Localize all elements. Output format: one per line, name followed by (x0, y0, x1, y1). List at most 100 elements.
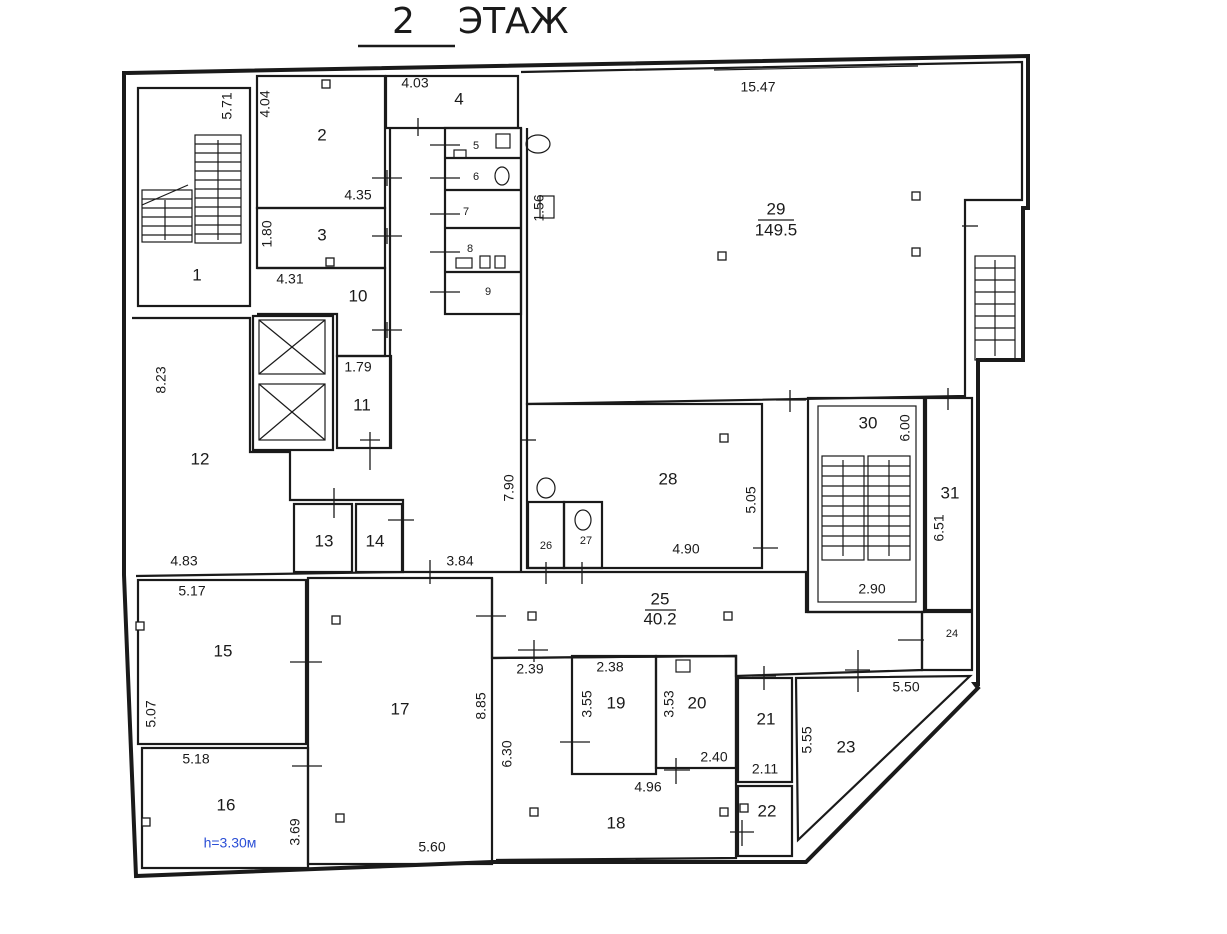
dim-2-39: 2.39 (516, 661, 543, 677)
floor-word: ЭТАЖ (458, 1, 569, 42)
room-labels: 1 2 3 4 5 6 7 8 9 10 11 12 13 14 15 16 1… (191, 89, 960, 832)
room-27-walls (562, 500, 604, 570)
dim-6-30: 6.30 (499, 740, 515, 767)
room-15-walls (136, 578, 308, 746)
dim-4-83: 4.83 (170, 553, 197, 569)
room-label-29: 29 (767, 199, 786, 218)
room-label-12: 12 (191, 449, 210, 468)
room-label-24: 24 (946, 628, 958, 640)
room-24-walls (920, 610, 974, 672)
room-label-17: 17 (391, 699, 410, 718)
room-label-4: 4 (454, 89, 463, 108)
room-label-22: 22 (758, 801, 777, 820)
room-label-18: 18 (607, 813, 626, 832)
dim-6-00: 6.00 (897, 414, 913, 441)
room-31-walls (924, 396, 974, 612)
room-label-5: 5 (473, 140, 479, 152)
dim-4-03: 4.03 (401, 75, 428, 91)
room-17-walls (306, 576, 494, 866)
dim-5-07: 5.07 (143, 700, 159, 727)
room-label-16: 16 (217, 795, 236, 814)
dim-4-96: 4.96 (634, 779, 661, 795)
room-20-walls (654, 654, 738, 770)
plan-title: 2 ЭТАЖ (358, 1, 569, 48)
room-label-19: 19 (607, 693, 626, 712)
room-area-25: 40.2 (643, 609, 676, 628)
room-label-27: 27 (580, 535, 592, 547)
room-label-15: 15 (214, 641, 233, 660)
room-label-9: 9 (485, 286, 491, 298)
room-21-walls (736, 676, 794, 784)
ceiling-height-note: h=3.30м (204, 835, 257, 851)
room-14-walls (354, 502, 404, 574)
dim-1-56: 1.56 (531, 194, 547, 221)
room-23-walls (794, 674, 973, 843)
dim-2-11: 2.11 (752, 761, 778, 777)
room-label-26: 26 (540, 540, 552, 552)
room-label-20: 20 (688, 693, 707, 712)
room-label-11: 11 (353, 395, 371, 414)
dim-5-55: 5.55 (799, 726, 815, 753)
dim-4-35: 4.35 (344, 187, 371, 203)
room-label-7: 7 (463, 206, 469, 218)
room-label-21: 21 (757, 709, 776, 728)
dim-5-17: 5.17 (178, 583, 205, 599)
room-label-23: 23 (837, 737, 856, 756)
columns (135, 79, 921, 827)
room-label-6: 6 (473, 171, 479, 183)
dim-6-51: 6.51 (931, 514, 947, 541)
exterior-stair (974, 255, 1016, 361)
room-26-walls (526, 500, 566, 570)
room-label-31: 31 (941, 483, 960, 502)
dim-15-47: 15.47 (740, 79, 775, 95)
room-label-25: 25 (651, 589, 670, 608)
dim-3-55: 3.55 (579, 690, 595, 717)
dim-3-84: 3.84 (446, 553, 473, 569)
room-label-2: 2 (317, 125, 326, 144)
door-markers (290, 118, 978, 846)
lift-shafts (251, 314, 335, 452)
dim-4-04: 4.04 (257, 90, 273, 117)
dim-1-79: 1.79 (344, 359, 371, 375)
dim-2-90: 2.90 (858, 581, 885, 597)
room-label-28: 28 (659, 469, 678, 488)
wc-fixture-26 (536, 477, 556, 499)
room-1-walls (136, 86, 252, 308)
room-28-walls (525, 402, 764, 570)
dim-2-40: 2.40 (700, 749, 727, 765)
dim-1-80: 1.80 (259, 220, 275, 247)
dim-5-18: 5.18 (182, 751, 209, 767)
room-label-3: 3 (317, 225, 326, 244)
dim-3-69: 3.69 (287, 818, 303, 845)
room-label-1: 1 (192, 265, 201, 284)
dim-5-60: 5.60 (418, 839, 445, 855)
dim-2-38: 2.38 (596, 659, 623, 675)
dim-3-53: 3.53 (661, 690, 677, 717)
building-outline (122, 53, 1030, 879)
floor-number: 2 (392, 1, 415, 42)
window-29 (713, 65, 919, 71)
room-label-30: 30 (859, 413, 878, 432)
stair-30-steps (817, 405, 917, 603)
dim-8-23: 8.23 (153, 366, 169, 393)
dim-4-90: 4.90 (672, 541, 699, 557)
room-label-8: 8 (467, 243, 473, 255)
room-label-13: 13 (315, 531, 334, 550)
room-label-14: 14 (366, 531, 385, 550)
room-label-10: 10 (349, 286, 368, 305)
dim-8-85: 8.85 (473, 692, 489, 719)
room-13-walls (292, 502, 354, 574)
stair-1-steps (141, 134, 242, 244)
dimension-labels: 5.71 4.04 4.35 4.03 15.47 1.56 1.80 4.31… (143, 75, 947, 855)
wc-fixture-27 (574, 509, 592, 531)
room-area-29: 149.5 (755, 220, 798, 239)
fixture-20 (675, 659, 691, 673)
dim-7-90: 7.90 (501, 474, 517, 501)
dim-4-31: 4.31 (276, 271, 303, 287)
dim-5-71: 5.71 (219, 92, 235, 119)
dim-5-50: 5.50 (892, 679, 919, 695)
room-22-walls (736, 784, 794, 858)
dim-5-05: 5.05 (743, 486, 759, 513)
